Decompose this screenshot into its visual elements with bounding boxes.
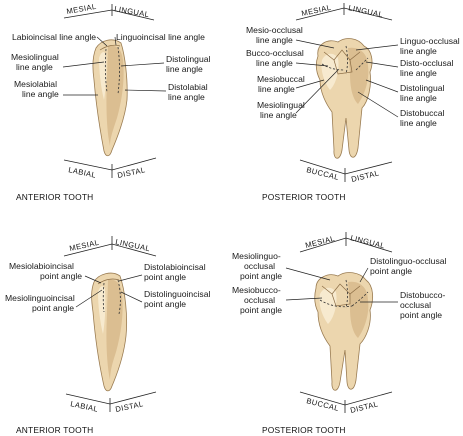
label-linguo-occlusal-1: Linguo-occlusal — [400, 36, 460, 46]
label-mesio-occlusal-2: line angle — [256, 35, 293, 45]
label-disto-occlusal-2: line angle — [400, 68, 437, 78]
dir-mesial: MESIAL — [66, 2, 97, 16]
dir-lingual: LINGUAL — [350, 233, 386, 250]
label-mesiolingual-1: Mesiolingual — [257, 100, 305, 110]
label-distolabioincisal-2: point angle — [144, 272, 186, 282]
label-mesiobucco-occlusal-2: occlusal — [244, 295, 275, 305]
dir-distal: DISTAL — [349, 399, 379, 415]
label-distolingual-2: line angle — [166, 64, 203, 74]
label-distolinguoincisal-2: point angle — [144, 299, 186, 309]
label-distobucco-occlusal-1: Distobucco- — [400, 290, 446, 300]
label-distolingual-1: Distolingual — [166, 54, 211, 64]
panel-posterior-line-angles: MESIAL LINGUAL BUCCAL DISTAL Mesio-occlu… — [246, 3, 460, 202]
label-bucco-occlusal-2: line angle — [256, 58, 293, 68]
label-mesiolabioincisal-1: Mesiolabioincisal — [9, 261, 74, 271]
label-distolabial-2: line angle — [168, 92, 205, 102]
dir-lingual: LINGUAL — [348, 3, 384, 19]
label-distolinguoincisal-1: Distolinguoincisal — [144, 289, 210, 299]
dir-mesial: MESIAL — [301, 3, 332, 18]
label-distolinguo-occlusal-1: Distolinguo-occlusal — [370, 256, 447, 266]
label-bucco-occlusal-1: Bucco-occlusal — [246, 48, 304, 58]
label-mesio-occlusal-1: Mesio-occlusal — [246, 25, 303, 35]
caption-anterior-1: ANTERIOR TOOTH — [16, 192, 93, 202]
dir-lingual: LINGUAL — [114, 4, 150, 19]
caption-posterior-1: POSTERIOR TOOTH — [262, 192, 346, 202]
label-mesiolingual-1: Mesiolingual — [11, 52, 59, 62]
caption-posterior-2: POSTERIOR TOOTH — [262, 425, 346, 435]
label-distobuccal-1: Distobuccal — [400, 108, 445, 118]
label-mesiolinguoincisal-1: Mesiolinguoincisal — [5, 293, 75, 303]
label-disto-occlusal-1: Disto-occlusal — [400, 58, 454, 68]
dir-lingual: LINGUAL — [115, 237, 151, 253]
dir-labial: LABIAL — [70, 399, 99, 414]
label-mesiolabial-1: Mesiolabial — [14, 79, 57, 89]
panel-anterior-line-angles: MESIAL LINGUAL LABIAL DISTAL Labioincisa… — [11, 2, 211, 202]
label-mesiobuccal-2: line angle — [258, 84, 295, 94]
label-mesiolingual-2: line angle — [16, 62, 53, 72]
label-distobucco-occlusal-3: point angle — [400, 310, 442, 320]
label-mesiobuccal-1: Mesiobuccal — [257, 74, 305, 84]
label-mesiolinguoincisal-2: point angle — [32, 303, 74, 313]
dir-labial: LABIAL — [68, 165, 97, 180]
caption-anterior-2: ANTERIOR TOOTH — [16, 425, 93, 435]
label-labioincisal: Labioincisal line angle — [12, 32, 96, 42]
label-distolinguo-occlusal-2: point angle — [370, 266, 412, 276]
label-linguoincisal: Linguoincisal line angle — [116, 32, 205, 42]
molar-tooth-2 — [314, 272, 374, 391]
label-distolingual-1: Distolingual — [400, 83, 445, 93]
anterior-tooth-1 — [92, 39, 128, 157]
label-mesiobucco-occlusal-1: Mesiobucco- — [232, 285, 281, 295]
label-distolabial-1: Distolabial — [168, 82, 208, 92]
label-mesiolabial-2: line angle — [22, 89, 59, 99]
dir-mesial: MESIAL — [304, 234, 336, 250]
label-mesiobucco-occlusal-3: point angle — [240, 305, 282, 315]
label-linguo-occlusal-2: line angle — [400, 46, 437, 56]
label-distolingual-2: line angle — [400, 93, 437, 103]
label-mesiolingual-2: line angle — [260, 110, 297, 120]
anterior-tooth-2 — [91, 272, 128, 392]
panel-anterior-point-angles: MESIAL LINGUAL LABIAL DISTAL Mesiolabioi… — [5, 236, 210, 435]
label-mesiolinguo-occlusal-3: point angle — [240, 271, 282, 281]
label-distobuccal-2: line angle — [400, 118, 437, 128]
dir-buccal: BUCCAL — [306, 165, 340, 182]
label-mesiolinguo-occlusal-2: occlusal — [244, 261, 275, 271]
molar-tooth-1 — [315, 38, 373, 159]
dir-distal: DISTAL — [350, 168, 380, 184]
label-distolabioincisal-1: Distolabioincisal — [144, 262, 206, 272]
panel-posterior-point-angles: MESIAL LINGUAL BUCCAL DISTAL Mesiolinguo… — [232, 232, 447, 435]
label-mesiolinguo-occlusal-1: Mesiolinguo- — [232, 251, 281, 261]
label-distobucco-occlusal-2: occlusal — [400, 300, 431, 310]
label-mesiolabioincisal-2: point angle — [40, 271, 82, 281]
